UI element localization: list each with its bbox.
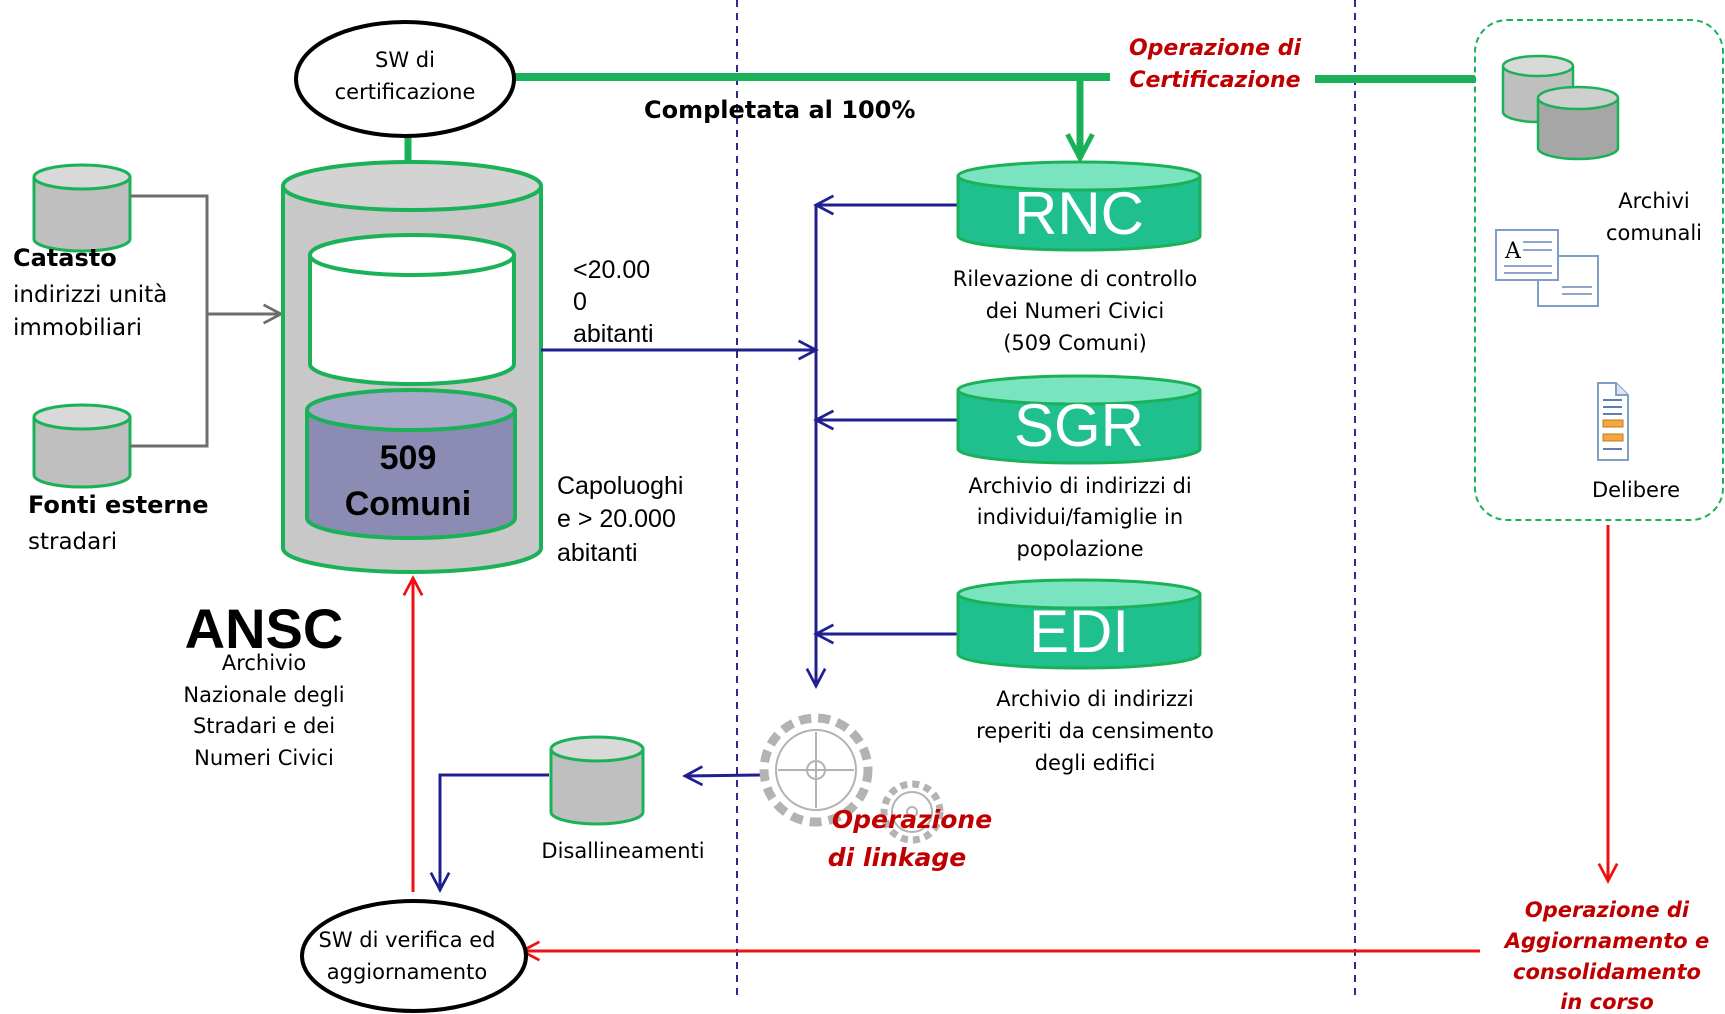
linkage-flows xyxy=(440,205,958,890)
small-pop-line2: 0 xyxy=(573,288,587,316)
fonti-line1: stradari xyxy=(28,529,117,555)
large-pop-line2: e > 20.000 xyxy=(557,505,676,533)
sgr-desc-line1: Archivio di indirizzi di xyxy=(968,474,1191,498)
ansc-desc-line4: Numeri Civici xyxy=(194,746,334,770)
edi-label: EDI xyxy=(1029,598,1129,665)
large-pop-line3: abitanti xyxy=(557,539,638,567)
certification-flow xyxy=(408,73,1475,258)
sw-certificazione-line1: SW di xyxy=(375,48,435,72)
certification-label-line1: Operazione di xyxy=(1129,36,1302,61)
aggiornamento-line1: Operazione di xyxy=(1525,898,1690,922)
rnc-desc-line1: Rilevazione di controllo xyxy=(953,267,1197,291)
svg-text:A: A xyxy=(1504,239,1522,264)
edi-desc-line2: reperiti da censimento xyxy=(976,719,1214,743)
sgr-desc-line2: individui/famiglie in xyxy=(977,505,1183,529)
fonti-cylinder xyxy=(32,403,132,489)
gears-icon xyxy=(759,713,944,844)
archivi-comunali-box xyxy=(1474,19,1724,521)
sgr-cylinder xyxy=(956,374,1202,465)
ansc-desc-line1: Archivio xyxy=(222,651,306,675)
small-pop-line3: abitanti xyxy=(573,320,654,348)
ansc-desc-line3: Stradari e dei xyxy=(193,714,335,738)
aggiornamento-line4: in corso xyxy=(1560,990,1654,1014)
archivi-comunali-line1: Archivi xyxy=(1618,189,1690,213)
ansc-title: ANSC xyxy=(185,597,344,660)
archivi-comunali-cylinders xyxy=(1501,54,1620,161)
ansc-509-line2: Comuni xyxy=(345,485,472,523)
linkage-label-line2: di linkage xyxy=(828,843,966,872)
archivi-comunali-line2: comunali xyxy=(1606,221,1702,245)
rnc-desc-line2: dei Numeri Civici xyxy=(986,299,1164,323)
linkage-label-line1: Operazione xyxy=(832,805,992,834)
sw-verifica-line2: aggiornamento xyxy=(327,960,487,984)
catasto-line2: immobiliari xyxy=(13,315,142,341)
delibere-label: Delibere xyxy=(1592,478,1680,502)
ansc-509-line1: 509 xyxy=(380,439,437,477)
sgr-label: SGR xyxy=(1014,392,1144,459)
rnc-cylinder xyxy=(956,160,1202,252)
edi-cylinder xyxy=(956,578,1202,670)
ansc-cylinder xyxy=(281,160,543,574)
large-pop-line1: Capoluoghi xyxy=(557,472,684,500)
sgr-desc-line3: popolazione xyxy=(1017,537,1144,561)
disallineamenti-cylinder xyxy=(549,735,645,826)
rnc-desc-line3: (509 Comuni) xyxy=(1003,331,1147,355)
fonti-title: Fonti esterne xyxy=(28,491,209,519)
catasto-title: Catasto xyxy=(13,244,117,272)
rnc-label: RNC xyxy=(1014,180,1144,247)
sw-certificazione-line2: certificazione xyxy=(335,80,476,104)
small-pop-line1: <20.00 xyxy=(573,256,650,284)
catasto-cylinder xyxy=(32,163,132,253)
aggiornamento-line3: consolidamento xyxy=(1513,960,1701,984)
text-document-icon: A xyxy=(1495,229,1599,307)
sw-certificazione-node: SW di certificazione xyxy=(294,20,516,138)
aggiornamento-line2: Aggiornamento e xyxy=(1503,929,1710,953)
sw-verifica-node: SW di verifica ed aggiornamento xyxy=(300,899,528,1013)
disallineamenti-label: Disallineamenti xyxy=(541,839,704,863)
completed-label: Completata al 100% xyxy=(644,96,915,124)
update-flows xyxy=(413,525,1608,951)
certification-label-line2: Certificazione xyxy=(1129,68,1300,93)
edi-desc-line1: Archivio di indirizzi xyxy=(996,687,1194,711)
sources-connector xyxy=(130,194,281,448)
ansc-desc-line2: Nazionale degli xyxy=(183,683,344,707)
edi-desc-line3: degli edifici xyxy=(1035,751,1156,775)
delibere-document-icon xyxy=(1597,382,1629,461)
sw-verifica-line1: SW di verifica ed xyxy=(319,928,496,952)
catasto-line1: indirizzi unità xyxy=(13,282,167,308)
